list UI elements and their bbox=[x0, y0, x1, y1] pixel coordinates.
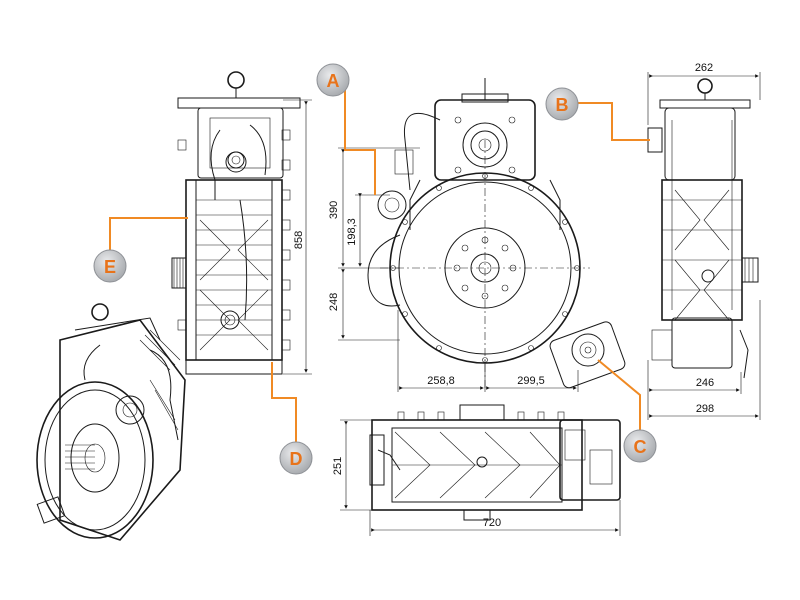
callout-b-label: B bbox=[556, 95, 569, 115]
callout-a: A bbox=[316, 63, 350, 97]
dim-299-5: 299,5 bbox=[517, 375, 545, 387]
dim-390: 390 bbox=[328, 201, 340, 219]
dim-198: 198,3 bbox=[346, 218, 358, 246]
callout-d-label: D bbox=[290, 449, 303, 469]
dim-858: 858 bbox=[293, 231, 305, 249]
callout-e-label: E bbox=[104, 257, 116, 277]
callout-d: D bbox=[279, 441, 313, 475]
dim-258-8: 258,8 bbox=[427, 375, 455, 387]
dim-720: 720 bbox=[483, 517, 501, 529]
callout-leaders bbox=[109, 90, 650, 442]
dim-246: 246 bbox=[696, 377, 714, 389]
callout-e: E bbox=[93, 249, 127, 283]
dim-298: 298 bbox=[696, 403, 714, 415]
side-view-left: 858 bbox=[171, 71, 312, 375]
isometric-view bbox=[36, 303, 186, 541]
callout-c: C bbox=[623, 429, 657, 463]
top-view-bottom: 251 720 bbox=[332, 404, 621, 536]
dim-248: 248 bbox=[328, 293, 340, 311]
dim-262: 262 bbox=[695, 62, 713, 74]
side-view-right: 262 246 298 bbox=[647, 62, 761, 420]
front-view-center: 390 198,3 248 258,8 299,5 bbox=[328, 78, 626, 392]
callout-c-label: C bbox=[634, 437, 647, 457]
callout-a-label: A bbox=[327, 71, 340, 91]
dim-251: 251 bbox=[332, 457, 344, 475]
callout-b: B bbox=[545, 87, 579, 121]
